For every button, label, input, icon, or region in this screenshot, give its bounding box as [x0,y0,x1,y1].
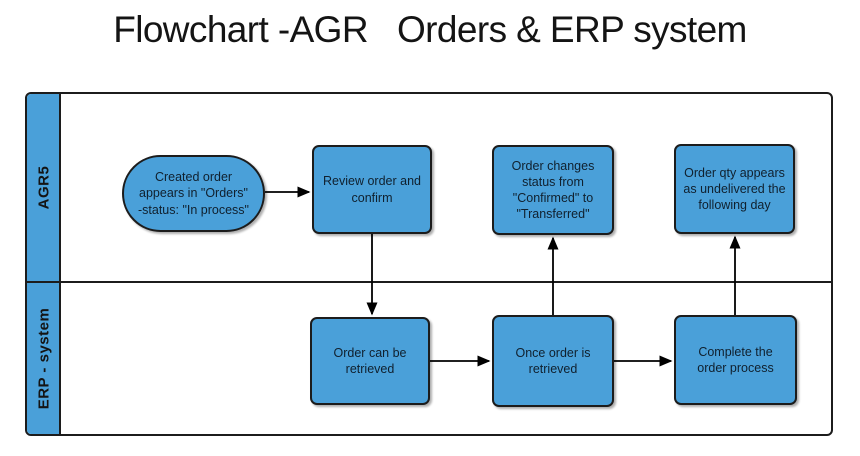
node-order-changes-status-label: Order changes status from "Confirmed" to… [511,158,595,222]
diagram-title: Flowchart -AGR Orders & ERP system [113,9,747,50]
lane-agr5: AGR5 [27,94,61,281]
node-review-order-label: Review order and confirm [323,174,421,205]
node-created-order-label: Created order appears in "Orders" -statu… [138,170,249,217]
lane-erp-system-label: ERP - system [35,307,53,410]
swimlane-pool: AGR5 ERP - system Created order appears … [25,92,833,436]
flowchart-node-complete-order-process: Complete the order process [674,315,797,405]
flowchart-node-review-order: Review order and confirm [312,145,432,234]
lane-header-strip [27,94,61,434]
lane-erp-system: ERP - system [27,283,61,434]
flowchart-node-created-order: Created order appears in "Orders" -statu… [122,155,265,232]
node-once-order-retrieved-label: Once order is retrieved [515,345,591,376]
lane-divider-line [27,281,831,283]
lane-agr5-label: AGR5 [35,165,53,210]
flowchart-node-order-changes-status: Order changes status from "Confirmed" to… [492,145,614,235]
flowchart-node-order-qty-appears: Order qty appears as undelivered the fol… [674,144,795,234]
node-order-can-be-retrieved-label: Order can be retrieved [333,345,407,376]
flowchart-node-once-order-retrieved: Once order is retrieved [492,315,614,407]
node-order-qty-appears-label: Order qty appears as undelivered the fol… [683,165,786,213]
flowchart-node-order-can-be-retrieved: Order can be retrieved [310,317,430,405]
node-complete-order-process-label: Complete the order process [697,344,774,375]
